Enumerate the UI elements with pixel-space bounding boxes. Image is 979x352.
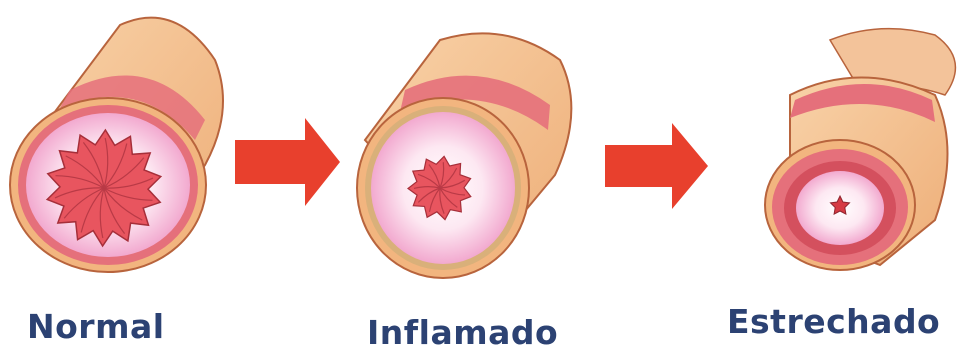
right-arrow-icon	[235, 118, 340, 206]
inflamed-label: Inflamado	[367, 313, 558, 352]
narrowed-airway	[765, 29, 955, 270]
inflamed-airway	[357, 33, 571, 278]
normal-label: Normal	[27, 307, 165, 346]
right-arrow-icon	[605, 123, 708, 209]
narrowed-label: Estrechado	[727, 302, 940, 341]
normal-airway	[10, 18, 223, 272]
